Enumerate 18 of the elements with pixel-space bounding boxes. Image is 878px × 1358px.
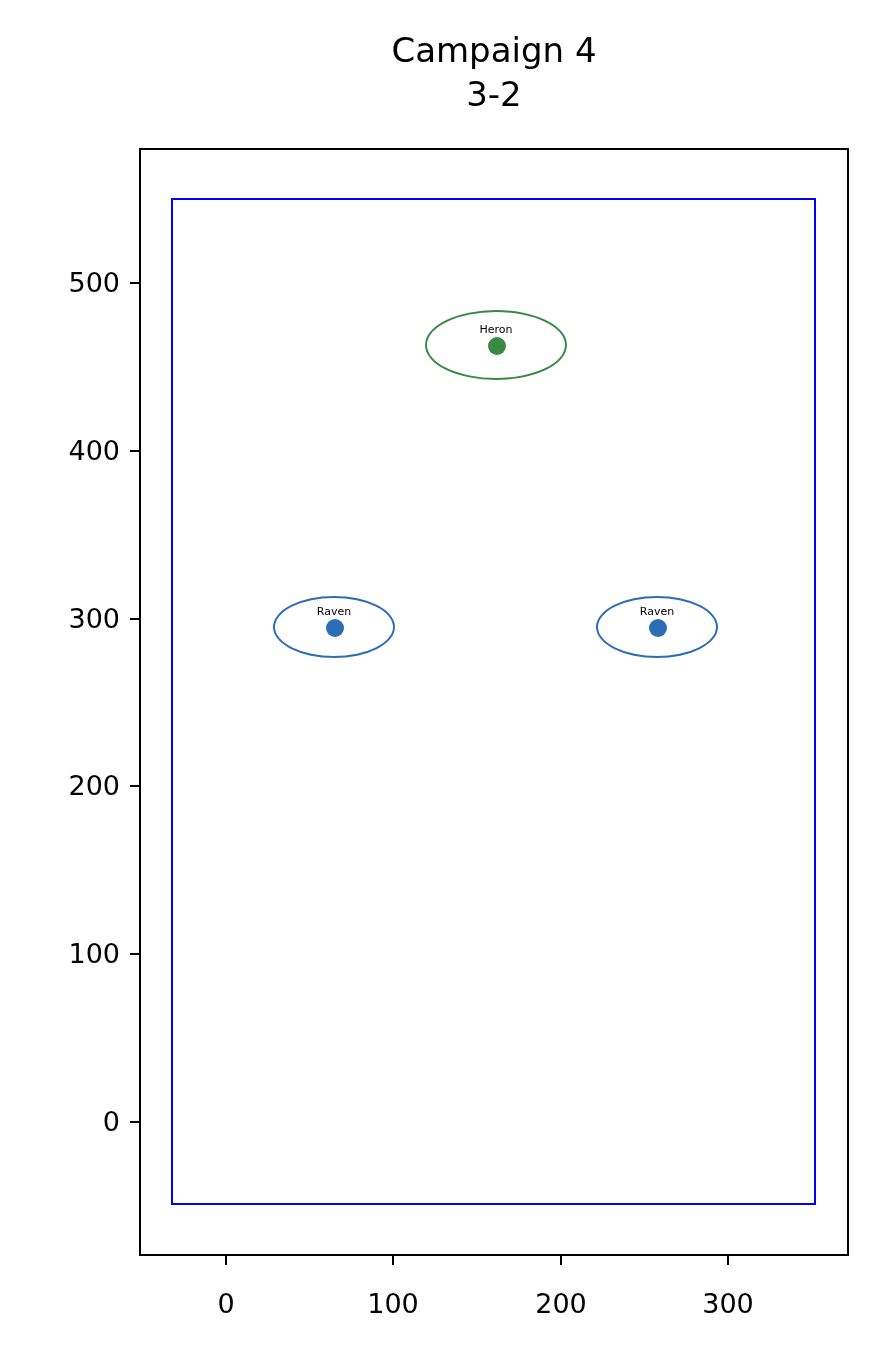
point-label: Heron (479, 324, 513, 336)
tick-label: 100 (67, 939, 120, 969)
tick-label: 200 (534, 1289, 588, 1319)
tick-label: 300 (701, 1289, 755, 1319)
tick-label: 100 (366, 1289, 420, 1319)
label-ellipse (425, 310, 567, 380)
chart-title: Campaign 4 3-2 (390, 29, 598, 116)
point-label: Raven (639, 606, 675, 618)
label-ellipse (273, 596, 395, 658)
tick-label: 200 (67, 771, 120, 801)
tick-label: 0 (101, 1107, 120, 1137)
tick-label: 300 (67, 604, 120, 634)
tick-label: 500 (67, 268, 120, 298)
region-rectangle (171, 198, 816, 1205)
tick-label: 400 (67, 436, 120, 466)
tick-label: 0 (216, 1289, 236, 1319)
label-ellipse (596, 596, 718, 658)
point-label: Raven (316, 606, 352, 618)
